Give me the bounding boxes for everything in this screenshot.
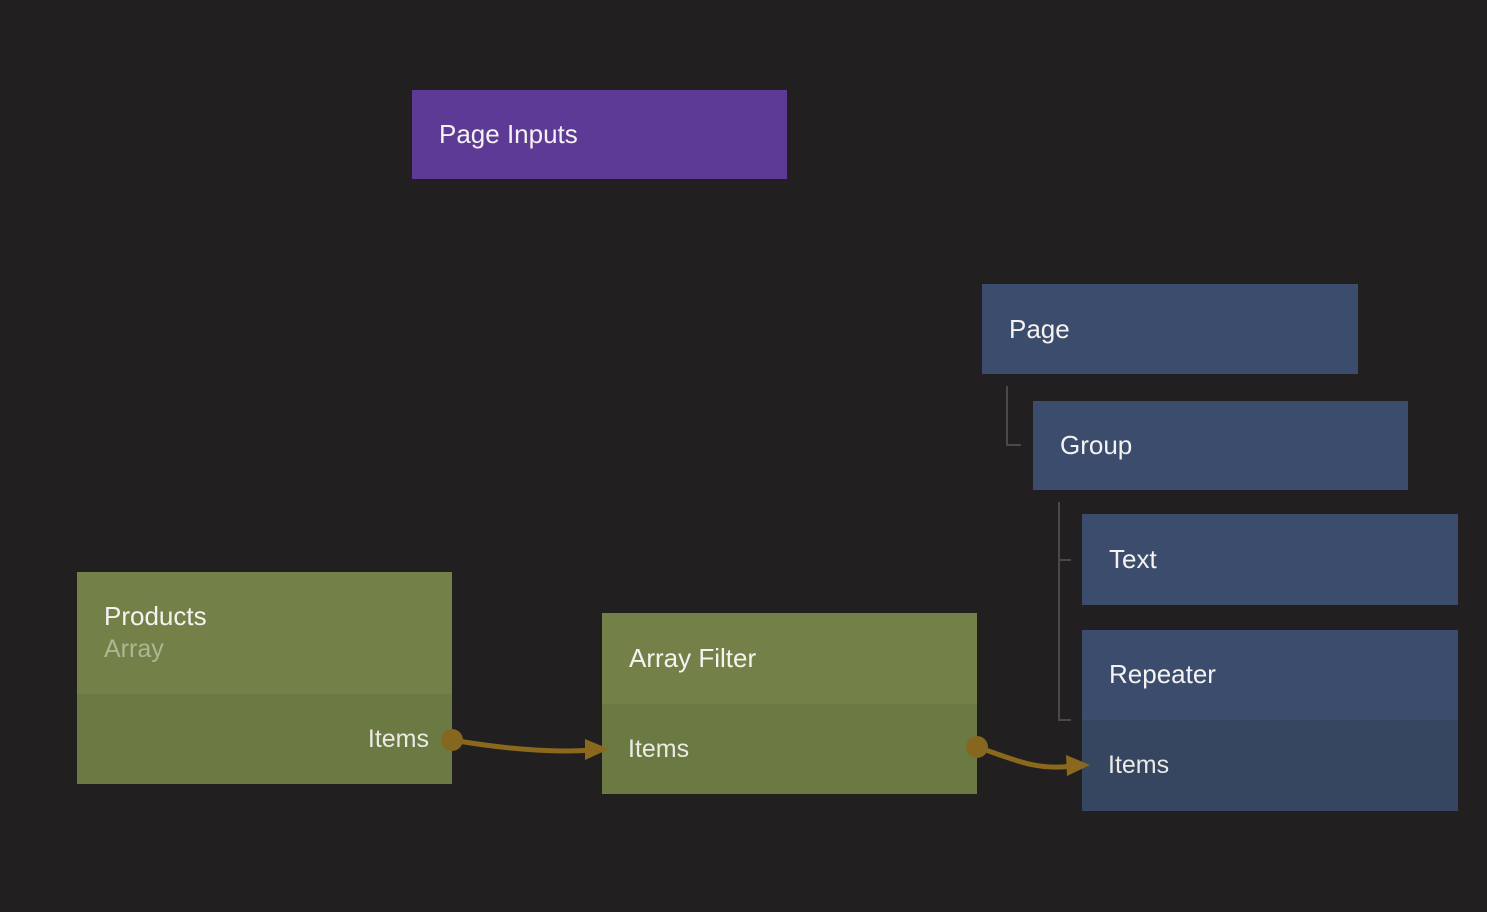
node-ports-section: Items [1082,719,1458,811]
node-title: Repeater [1109,659,1216,690]
port-items-output[interactable]: Items [367,724,429,753]
node-title: Group [1060,430,1133,461]
node-header: Repeater [1082,630,1458,719]
node-repeater[interactable]: Repeater Items [1082,630,1458,811]
node-title: Page Inputs [439,119,578,150]
connection-wire[interactable] [976,744,1073,770]
hierarchy-connector-group-repeater [1058,502,1071,721]
node-header: Page [982,284,1358,374]
node-header: Text [1082,514,1458,605]
connection-products-to-array-filter[interactable] [441,729,609,760]
node-page-inputs[interactable]: Page Inputs [412,90,787,179]
node-array-filter[interactable]: Array Filter Items [602,613,977,794]
node-title: Text [1109,544,1157,575]
node-header: Products Array [77,572,452,693]
node-header: Page Inputs [412,90,787,179]
node-text[interactable]: Text [1082,514,1458,605]
port-items-input[interactable]: Items [1108,751,1170,779]
node-header: Group [1033,401,1408,490]
node-title: Products [104,600,207,631]
node-ports-section: Items [77,693,452,784]
connection-wire[interactable] [451,737,593,754]
connection-array-filter-to-repeater[interactable] [966,736,1090,776]
node-ports-section: Items [602,703,977,794]
node-subtitle: Array [104,634,164,663]
node-title: Array Filter [629,642,757,673]
port-items-input[interactable]: Items [628,734,690,763]
node-products[interactable]: Products Array Items [77,572,452,784]
node-page[interactable]: Page [982,284,1358,374]
node-group[interactable]: Group [1033,401,1408,490]
node-title: Page [1009,313,1070,344]
hierarchy-connector-page-group [1006,386,1021,446]
node-header: Array Filter [602,613,977,703]
